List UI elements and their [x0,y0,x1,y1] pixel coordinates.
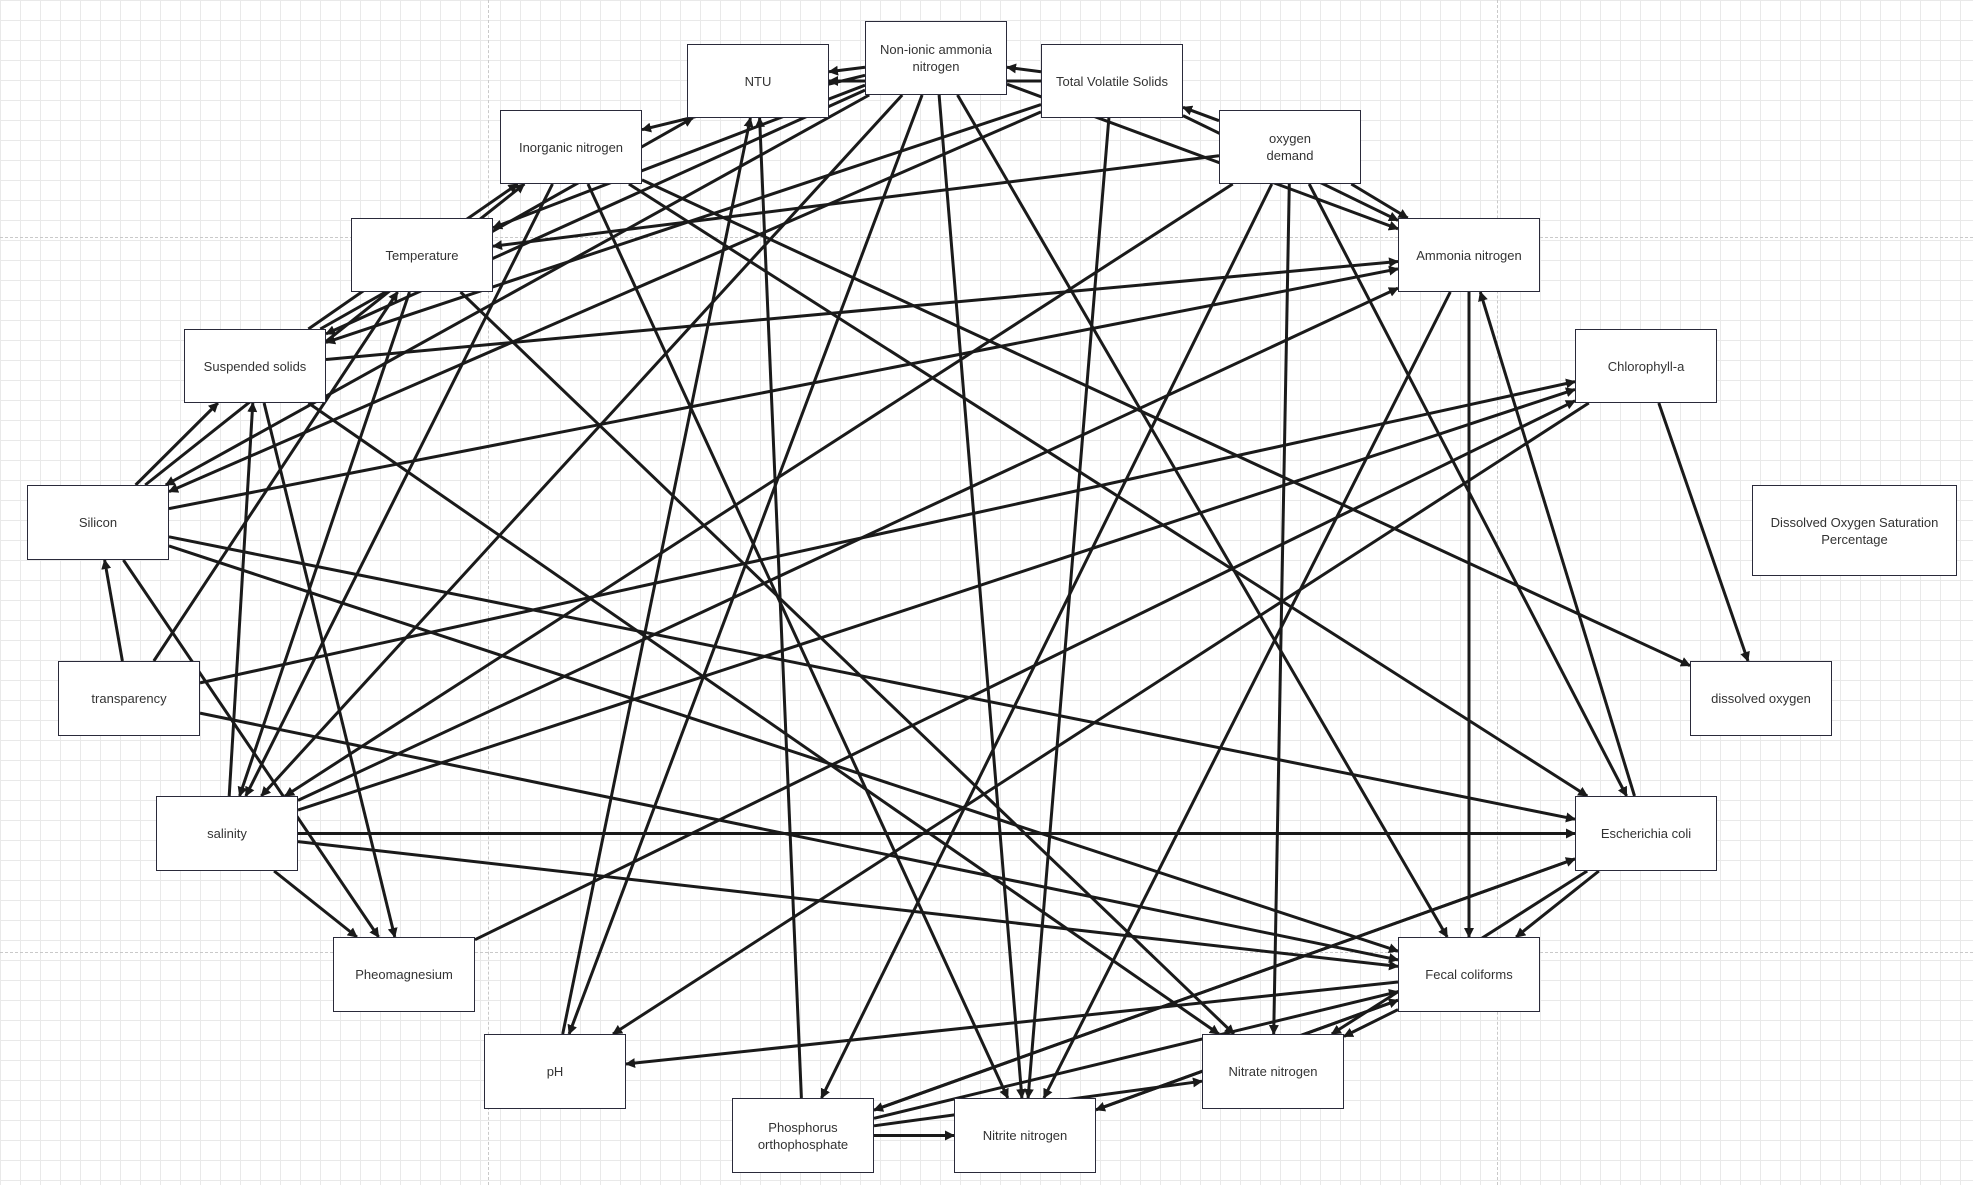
node-escherichia-coli[interactable]: Escherichia coli [1575,796,1717,871]
node-total-volatile-solids[interactable]: Total Volatile Solids [1041,44,1183,118]
node-suspended-solids[interactable]: Suspended solids [184,329,326,403]
page-break-line [1497,0,1498,1185]
edge-inorganic-to-dissolved[interactable] [641,178,1691,667]
node-oxygen-demand[interactable]: oxygen demand [1219,110,1361,184]
node-dissolved-oxygen-saturation[interactable]: Dissolved Oxygen Saturation Percentage [1752,485,1957,576]
edge-temperature-to-salinity[interactable] [237,291,411,797]
edge-phosphorus-to-ecoli[interactable] [873,857,1576,1112]
edge-oxygen-to-tvs[interactable] [1182,105,1220,123]
node-transparency[interactable]: transparency [58,661,200,736]
edge-transparency-to-temperature[interactable] [152,291,399,662]
edge-tvs-to-nitrite[interactable] [1023,117,1111,1099]
node-inorganic-nitrogen[interactable]: Inorganic nitrogen [500,110,642,184]
edge-silicon-to-suspended[interactable] [134,401,219,487]
edge-oxygen-to-nitrate[interactable] [1268,183,1291,1035]
edge-oxygen-to-phosphorus[interactable] [820,183,1274,1099]
edge-fecal-to-ph[interactable] [625,980,1399,1069]
edge-salinity-to-chlorophyll[interactable] [297,387,1576,812]
edge-suspended-to-pheo[interactable] [262,402,398,938]
edge-tvs-to-nonionic[interactable] [1006,63,1042,74]
node-ph[interactable]: pH [484,1034,626,1109]
edge-ammonia-to-nitrite[interactable] [1042,291,1452,1099]
edge-suspended-to-ammonia[interactable] [325,257,1399,361]
edge-salinity-to-ammonia[interactable] [297,286,1399,802]
node-phosphorus-orthophosphate[interactable]: Phosphorus orthophosphate [732,1098,874,1173]
edge-phosphorus-to-fecal[interactable] [873,988,1399,1120]
node-ammonia-nitrogen[interactable]: Ammonia nitrogen [1398,218,1540,292]
node-nitrate-nitrogen[interactable]: Nitrate nitrogen [1202,1034,1344,1109]
edge-chlorophyll-to-ph[interactable] [612,401,1590,1036]
edge-inorganic-to-ecoli[interactable] [628,182,1589,798]
edge-silicon-to-fecal[interactable] [168,544,1399,954]
edge-nonionic-to-suspended[interactable] [325,88,866,336]
edge-tvs-to-suspended[interactable] [325,103,1042,345]
node-silicon[interactable]: Silicon [27,485,169,560]
edge-nonionic-to-salinity[interactable] [260,93,904,798]
edge-salinity-to-fecal[interactable] [297,840,1399,971]
edge-nonionic-to-ntu[interactable] [828,65,866,76]
edge-transparency-to-silicon[interactable] [101,559,124,662]
edge-oxygen-to-salinity[interactable] [284,182,1234,798]
edge-temperature-to-nitrate[interactable] [459,290,1235,1036]
edge-inorganic-to-nitrite[interactable] [586,183,1010,1099]
edge-pheo-to-chlorophyll[interactable] [474,399,1576,942]
node-pheomagnesium[interactable]: Pheomagnesium [333,937,475,1012]
node-salinity[interactable]: salinity [156,796,298,871]
edge-oxygen-to-temperature[interactable] [492,154,1220,251]
edge-salinity-to-suspended[interactable] [227,402,258,797]
edge-tvs-to-silicon[interactable] [168,110,1042,493]
node-ntu[interactable]: NTU [687,44,829,118]
node-non-ionic-ammonia-nitrogen[interactable]: Non-ionic ammonia nitrogen [865,21,1007,95]
node-fecal-coliforms[interactable]: Fecal coliforms [1398,937,1540,1012]
edge-ecoli-to-fecal[interactable] [1515,869,1600,939]
node-chlorophyll-a[interactable]: Chlorophyll-a [1575,329,1717,403]
page-break-line [488,0,489,1185]
edge-silicon-to-pheo[interactable] [122,559,380,938]
edge-transparency-to-chlorophyll[interactable] [199,378,1576,685]
page-break-line [0,237,1973,238]
edge-phosphorus-to-ntu[interactable] [754,117,803,1099]
page-break-line [0,952,1973,953]
node-nitrite-nitrogen[interactable]: Nitrite nitrogen [954,1098,1096,1173]
edge-ecoli-to-ammonia[interactable] [1478,291,1636,797]
edge-salinity-to-pheo[interactable] [273,869,358,939]
edge-nonionic-to-nitrite[interactable] [937,94,1027,1099]
node-dissolved-oxygen[interactable]: dissolved oxygen [1690,661,1832,736]
edge-inorganic-to-salinity[interactable] [244,183,554,797]
edge-chlorophyll-to-dissolved[interactable] [1657,402,1750,662]
edge-nonionic-to-fecal[interactable] [956,94,1449,938]
node-temperature[interactable]: Temperature [351,218,493,292]
edge-fecal-to-nitrate[interactable] [1343,1008,1399,1038]
edge-nonionic-to-silicon[interactable] [164,93,870,487]
edge-silicon-to-ecoli[interactable] [168,535,1576,823]
edge-silicon-to-ammonia[interactable] [168,265,1399,511]
